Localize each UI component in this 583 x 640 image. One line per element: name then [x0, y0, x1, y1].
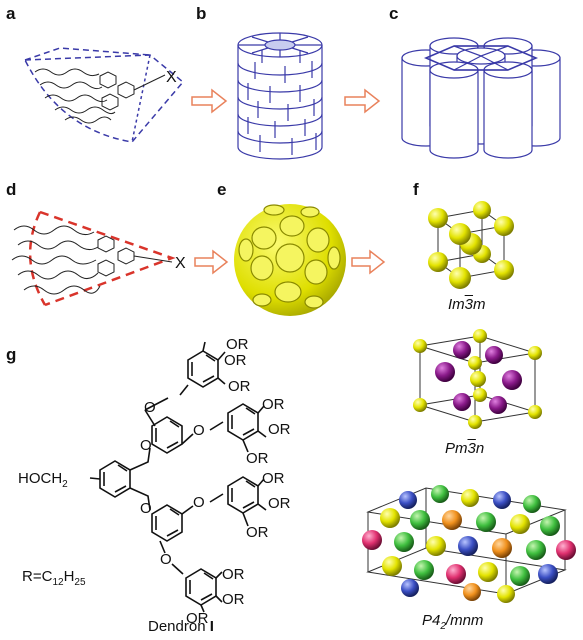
substituent-or-4: OR [262, 396, 285, 413]
r-def-hydrogen: H [63, 568, 75, 585]
substituent-or-8: OR [268, 495, 291, 512]
dendron-structure-bonds [89, 341, 267, 613]
ether-oxygen-4: O [140, 500, 152, 517]
ether-oxygen-6: O [160, 551, 172, 568]
substituent-or-7: OR [262, 470, 285, 487]
substituent-or-2: OR [224, 352, 247, 369]
arrow-b-to-c [344, 88, 381, 114]
dendron-name-numeral: I [209, 618, 214, 635]
focal-group-label: HOCH2 [18, 470, 68, 490]
ether-oxygen-1: O [144, 399, 156, 416]
r-def-carbon-count: 12 [52, 577, 64, 588]
arrow-d-to-e [194, 249, 229, 275]
substituent-or-12: OR [186, 610, 209, 627]
panel-label-d: d [6, 180, 17, 199]
arrow-a-to-b [191, 88, 228, 114]
substituent-or-5: OR [268, 421, 291, 438]
substituent-or-9: OR [246, 524, 269, 541]
r-group-definition: R=C12H25 [22, 568, 86, 588]
panel-b-supramolecular-column [237, 32, 323, 160]
panel-d-alkyl-chains [11, 225, 173, 295]
im3m-bar-digit: 3 [464, 296, 474, 313]
p42mnm-prefix: P4 [422, 612, 441, 629]
arrow-e-to-f [351, 249, 386, 275]
focal-group-main: HOCH [18, 470, 63, 487]
im3m-suffix: m [473, 296, 486, 313]
substituent-or-1: OR [226, 336, 249, 353]
substituent-or-10: OR [222, 566, 245, 583]
panel-a-end-group: X [166, 69, 177, 86]
panel-label-f: f [413, 180, 419, 199]
panel-label-c: c [389, 4, 399, 23]
p42mnm-subscript: 2 [440, 621, 446, 632]
panel-d-end-group: X [175, 255, 186, 272]
ether-oxygen-2: O [140, 437, 152, 454]
r-def-prefix: R=C [22, 568, 53, 585]
ether-oxygen-5: O [193, 494, 205, 511]
dendron-name-main: Dendron [148, 618, 210, 635]
p42mnm-suffix: /mnm [445, 612, 484, 629]
panel-c-hexagonal-columnar-lattice [401, 37, 561, 159]
space-group-p42mnm: P42/mnm [422, 612, 483, 632]
panel-label-e: e [217, 180, 227, 199]
substituent-or-3: OR [228, 378, 251, 395]
focal-group-subscript: 2 [62, 479, 68, 490]
lattice-p42mnm [362, 485, 576, 603]
panel-a-alkyl-chains [34, 68, 166, 124]
dendron-name: Dendron I [148, 618, 214, 635]
substituent-or-11: OR [222, 591, 245, 608]
pm3n-prefix: Pm [445, 440, 468, 457]
pm3n-suffix: n [475, 440, 485, 457]
panel-e-spherical-assembly [234, 204, 346, 316]
space-group-pm3n: Pm3n [445, 440, 484, 457]
im3m-prefix: Im [448, 296, 465, 313]
ether-oxygen-3: O [193, 422, 205, 439]
pm3n-bar-digit: 3 [467, 440, 476, 457]
substituent-or-6: OR [246, 450, 269, 467]
panel-label-a: a [6, 4, 16, 23]
panel-a-tapered-dendron [23, 47, 185, 143]
lattice-pm3n [413, 329, 542, 429]
lattice-im3m [428, 201, 514, 289]
panel-label-g: g [6, 345, 17, 364]
panel-label-b: b [196, 4, 207, 23]
space-group-im3m: Im3m [448, 296, 486, 313]
r-def-hydrogen-count: 25 [74, 577, 86, 588]
